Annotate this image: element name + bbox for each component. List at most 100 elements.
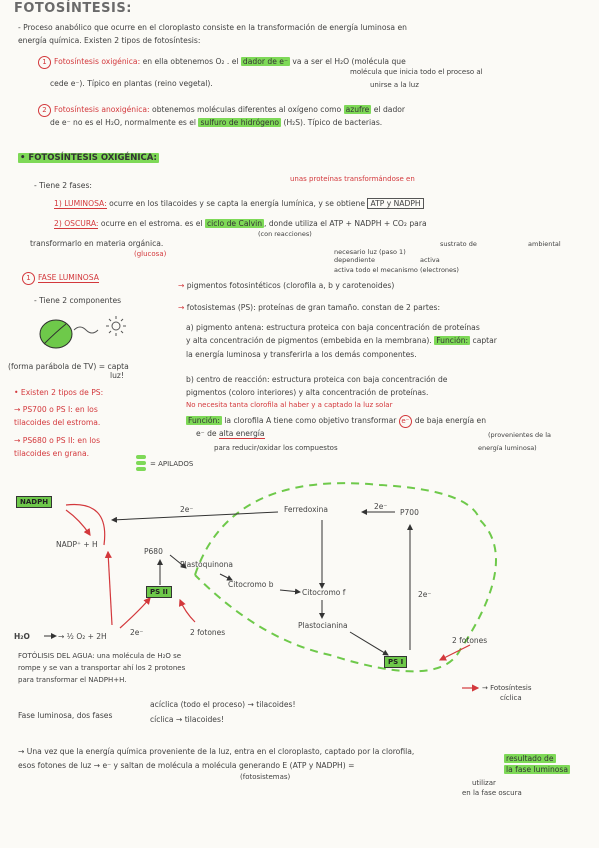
type2-highlight2: sulfuro de hidrógeno [198,118,282,127]
type1-line2: cede e⁻). Típico en plantas (reino veget… [50,79,213,88]
centro-line-6: para reducir/oxidar los compuestos [214,444,338,452]
component-1: → pigmentos fotosintéticos (clorofila a,… [178,281,394,290]
two-e-left: 2e⁻ [130,628,144,637]
conclusion-hl-text-2: la fase luminosa [504,765,571,774]
ps1-box: PS I [384,656,408,668]
antena-line-2: y alta concentración de pigmentos (embeb… [186,336,497,345]
ps-intro: • Existen 2 tipos de PS: [14,388,104,397]
centro-line-3: No necesita tanta clorofila al haber y a… [186,401,393,409]
phase2-label: 2) OSCURA: [54,219,99,229]
luminosa-title-text: FASE LUMINOSA [38,273,99,283]
section2-title: • FOTOSÍNTESIS OXIGÉNICA: [18,153,159,163]
intro-line-1: - Proceso anabólico que ocurre en el clo… [18,23,407,32]
phases-intro: - Tiene 2 fases: [34,181,92,190]
ps680-line-2: tilacoides en grana. [14,449,90,458]
leaf-sun-icon [39,316,126,349]
antena-line-2-text: y alta concentración de pigmentos (embeb… [186,336,432,345]
plastocianina-label: Plastocianina [298,621,348,630]
type1-label: Fotosíntesis oxigénica: [54,57,141,66]
two-e-top: 2e⁻ [180,505,194,514]
left-note-2: luz! [110,371,124,380]
phase2-sub1: (con reacciones) [258,230,312,238]
antena-line-1: a) pigmento antena: estructura proteica … [186,323,480,332]
luminosa-number: 1 [22,272,35,285]
conclusion-sub-2: utilizar [472,779,496,787]
p680-label: P680 [144,547,163,556]
ps680-line: → PS680 o PS II: en los [14,436,101,445]
conclusion-highlight-2: la fase luminosa [504,765,571,774]
comp2-arrow: → [178,303,187,312]
right-note-3: activa [420,256,440,264]
type1-highlight: dador de e⁻ [240,57,290,66]
conclusion-hl-text-1: resultado de [504,754,556,763]
funcion-highlight-1: Función: [434,336,471,345]
type2-text1: obtenemos moléculas diferentes al oxígen… [152,105,342,114]
centro-line-6b: energía luminosa) [478,444,537,452]
right-note-2: dependiente [334,256,375,264]
section2-title-text: • FOTOSÍNTESIS OXIGÉNICA: [18,153,159,163]
funcion-highlight-2: Función: [186,416,222,425]
centro-line-4: Función: la clorofila A tiene como objet… [186,415,486,428]
antena-line-3: la energía luminosa y transferirla a los… [186,350,417,359]
type1-note: molécula que inicia todo el proceso al [350,68,483,76]
type2-text2: el dador [373,105,406,114]
right-note-4: activa todo el mecanismo (electrones) [334,266,459,274]
citocromo-f-label: Citocromo f [302,588,346,597]
right-note-1: necesario luz (paso 1) [334,248,406,256]
centro-line-2: pigmentos (coloro interiores) y alta con… [186,388,429,397]
centro-line-5c: (provenientes de la [488,431,552,439]
phase1-box: ATP y NADPH [367,198,424,209]
nadp-label: NADP⁺ + H [56,540,98,549]
centro-line-4a: la clorofila A tiene como objetivo trans… [224,416,397,425]
comp1-text: pigmentos fotosintéticos (clorofila a, b… [186,281,395,290]
phase2-highlight: ciclo de Calvin [204,219,265,228]
components-intro: - Tiene 2 componentes [34,296,122,305]
two-e-right: 2e⁻ [418,590,432,599]
ps700-line: → PS700 o PS I: en los [14,405,98,414]
centro-line-5: e⁻ de alta energía [196,429,265,439]
conclusion-highlight-1: resultado de [504,754,556,763]
note-proteins: unas proteínas transformándose en [290,175,415,183]
comp2-text: fotosistemas (PS): proteínas de gran tam… [186,303,441,312]
fases-intro: Fase luminosa, dos fases [18,711,113,720]
fotolisis-line-2: rompe y se van a transportar ahí los 2 p… [18,664,186,672]
citocromo-b-label: Citocromo b [228,580,274,589]
electron-circle: e⁻ [398,415,412,428]
phase2-text2: , donde utiliza el ATP + NADPH + CO₂ par… [264,219,427,228]
type1-text1: en ella obtenemos O₂ . el [142,57,239,66]
phase1-text: ocurre en los tilacoides y se capta la e… [109,199,366,208]
h2o-label: H₂O [14,632,30,641]
phase2-sub3: ambiental [528,240,561,248]
type2-label: Fotosíntesis anoxigénica: [54,105,150,114]
type1-line2b: unirse a la luz [370,81,419,89]
phase2-sub2: sustrato de [440,240,477,248]
type1-text2: va a ser el H₂O (molécula que [292,57,406,66]
phase2-line2: transformarlo en materia orgánica. [30,239,164,248]
phase2-line: 2) OSCURA: ocurre en el estroma. es el c… [54,219,427,229]
component-2: → fotosistemas (PS): proteínas de gran t… [178,303,440,312]
type2-number: 2 [38,104,51,117]
fotolisis-line-3: para transformar el NADPH+H. [18,676,127,684]
centro-line-5a: e⁻ de [196,429,217,438]
nadph-box: NADPH [16,496,53,508]
conclusion-line-1: → Una vez que la energía química proveni… [18,747,415,756]
type2-highlight1: azufre [343,105,372,114]
phase2-text1: ocurre en el estroma. es el [100,219,203,228]
centro-line-1: b) centro de reacción: estructura protei… [186,375,448,384]
ps700-line-2: tilacoides del estroma. [14,418,101,427]
fotones-left: 2 fotones [190,628,226,637]
fotones-right: 2 fotones [452,636,488,645]
conclusion-line-2a: esos fotones de luz → e⁻ y saltan de mol… [18,761,355,770]
ciclica-label-1: → Fotosíntesis [482,684,532,692]
intro-line-2: energía química. Existen 2 tipos de foto… [18,36,201,45]
phase1-label: 1) LUMINOSA: [54,199,107,209]
phase1-line: 1) LUMINOSA: ocurre en los tilacoides y … [54,198,424,209]
two-e-fp: 2e⁻ [374,502,388,511]
conclusion-sub-1: (fotosistemas) [240,773,291,781]
left-note-1: (forma parábola de TV) = capta [8,362,129,371]
apilados-label: = APILADOS [150,460,194,468]
